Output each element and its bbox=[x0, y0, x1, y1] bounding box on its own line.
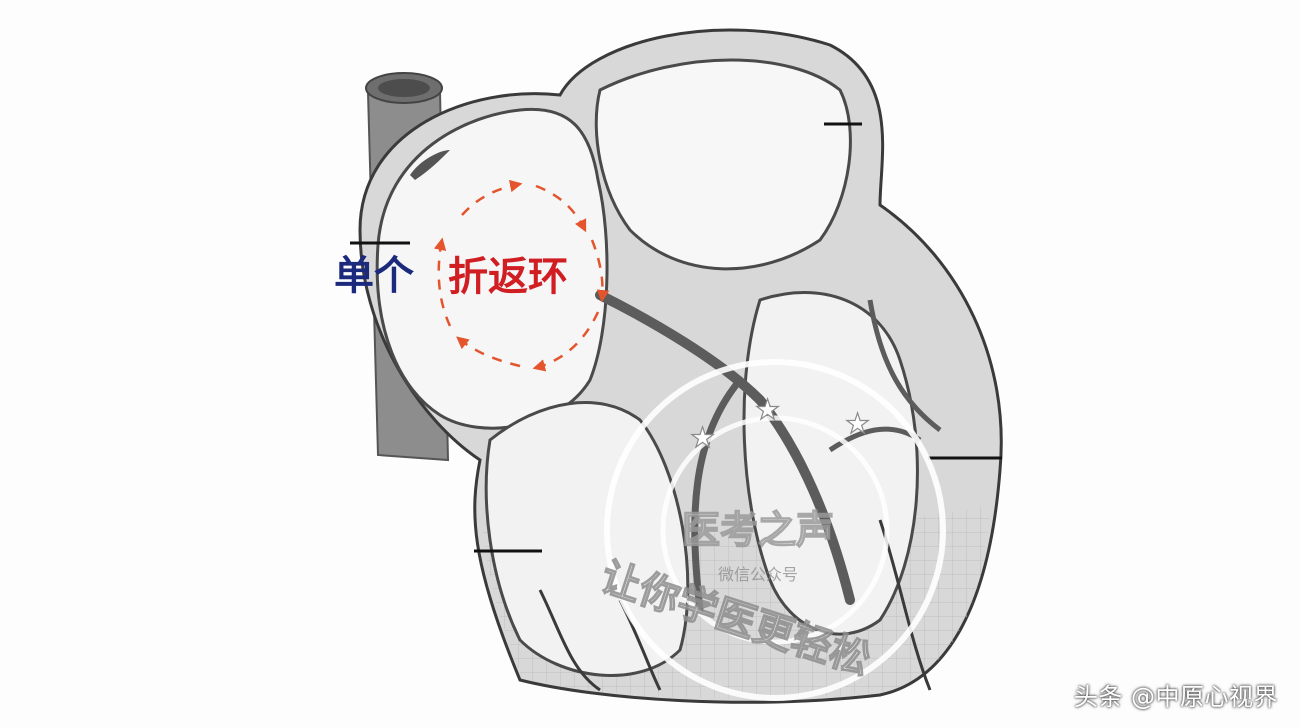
watermark-subtitle: 微信公众号 bbox=[718, 565, 798, 584]
label-single: 单个 bbox=[334, 252, 414, 299]
star-icon: ★ bbox=[755, 393, 780, 426]
ventricles bbox=[484, 291, 919, 677]
reentry-loop-arrows bbox=[433, 179, 610, 372]
star-icon: ★ bbox=[845, 407, 870, 440]
left-atrium bbox=[594, 58, 852, 271]
boundary-marks bbox=[350, 122, 1002, 553]
star-icon: ★ bbox=[690, 421, 715, 454]
source-credit: 头条 @中原心视界 bbox=[1073, 683, 1278, 711]
watermark-title: 医考之声 bbox=[682, 507, 834, 552]
label-reentry-loop: 折返环 bbox=[448, 253, 568, 300]
